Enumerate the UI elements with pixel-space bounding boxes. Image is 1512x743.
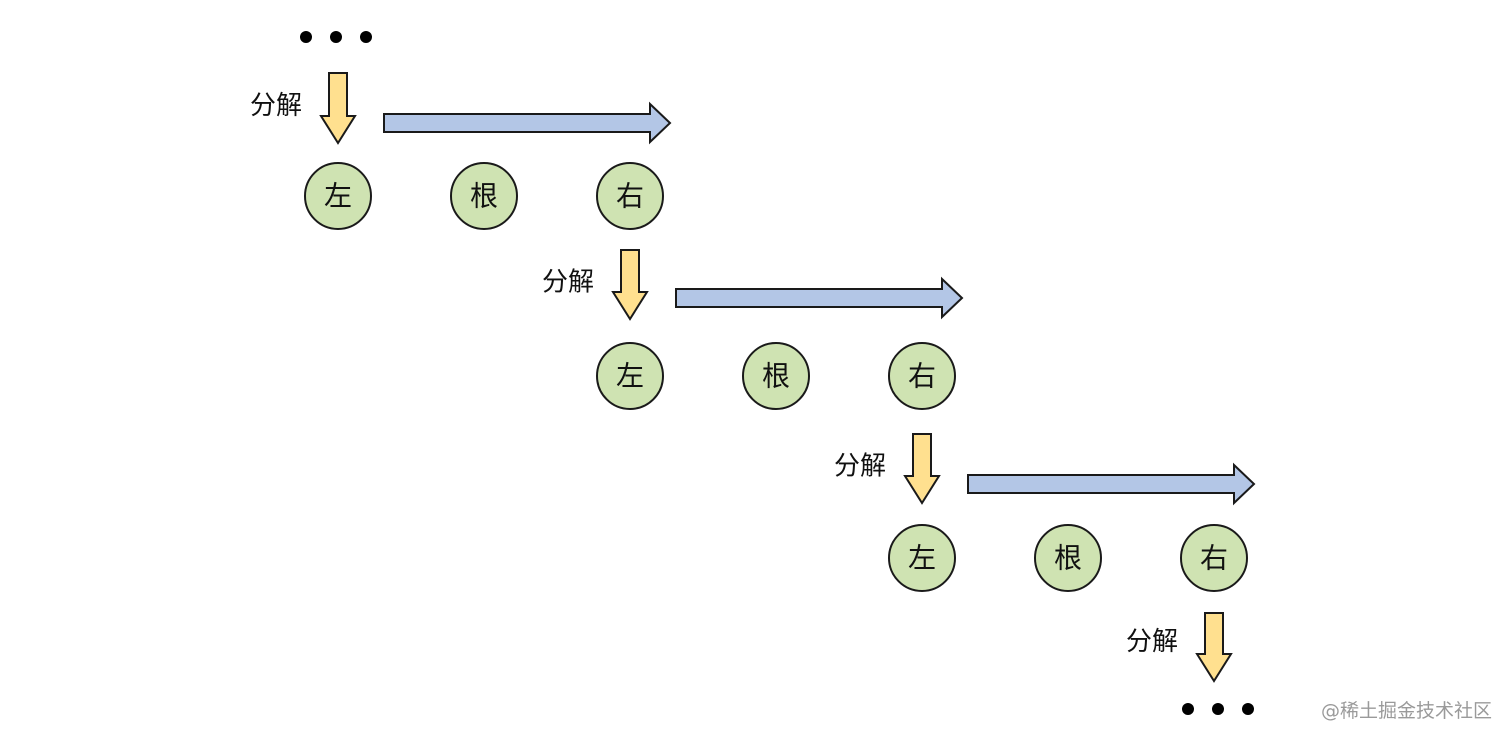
decompose-label-2: 分解 [542, 268, 594, 298]
decompose-arrow-1 [319, 72, 357, 145]
node-right-3 [1180, 524, 1248, 592]
node-left-3 [888, 524, 956, 592]
node-right-3-label: 右 [1200, 542, 1228, 575]
decompose-arrow-3 [903, 433, 941, 505]
node-root-2-label: 根 [762, 360, 790, 393]
node-root-1-label: 根 [470, 180, 498, 213]
node-right-2 [888, 342, 956, 410]
node-right-1-label: 右 [616, 180, 644, 213]
node-left-2 [596, 342, 664, 410]
decompose-arrow-final [1195, 612, 1233, 683]
decompose-label-3: 分解 [834, 452, 886, 482]
decompose-label-1: 分解 [250, 91, 302, 121]
node-right-1 [596, 162, 664, 230]
node-root-3-label: 根 [1054, 542, 1082, 575]
end-ellipsis [1182, 703, 1254, 715]
node-left-2-label: 左 [616, 360, 644, 393]
decompose-arrow-2 [611, 249, 649, 321]
traversal-arrow-2 [675, 276, 964, 320]
node-root-1 [450, 162, 518, 230]
node-left-1 [304, 162, 372, 230]
watermark: @稀土掘金技术社区 [1320, 700, 1492, 722]
traversal-arrow-3 [967, 462, 1256, 506]
node-right-2-label: 右 [908, 360, 936, 393]
node-root-3 [1034, 524, 1102, 592]
traversal-arrow-1 [383, 101, 672, 145]
node-left-3-label: 左 [908, 542, 936, 575]
decompose-label-final: 分解 [1126, 627, 1178, 657]
node-left-1-label: 左 [324, 180, 352, 213]
node-root-2 [742, 342, 810, 410]
start-ellipsis [300, 31, 372, 43]
